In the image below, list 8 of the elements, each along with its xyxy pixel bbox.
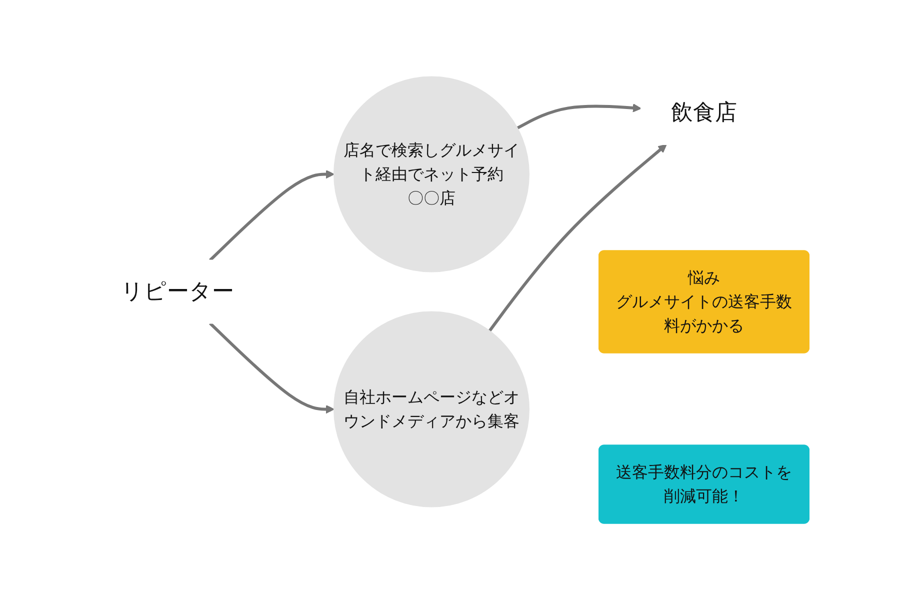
node-circle: 自社ホームページなどオウンドメディアから集客 xyxy=(334,311,530,508)
arrow xyxy=(209,322,334,414)
node-circle: 店名で検索しグルメサイト経由でネット予約 〇〇店 xyxy=(334,76,530,272)
arrow xyxy=(516,104,642,130)
node-text: リピーター xyxy=(121,279,234,304)
arrow xyxy=(209,170,334,262)
arrow xyxy=(488,144,667,332)
node-text: 飲食店 xyxy=(671,100,737,126)
